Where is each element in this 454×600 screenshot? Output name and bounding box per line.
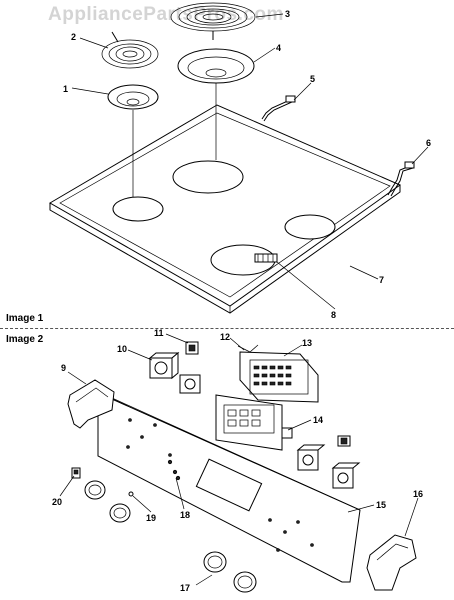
callout-19: 19 xyxy=(146,513,156,523)
callout-9: 9 xyxy=(61,363,66,373)
clock-board-13 xyxy=(237,344,319,403)
callout-18: 18 xyxy=(180,510,190,520)
screws-18 xyxy=(167,459,181,481)
callout-4: 4 xyxy=(276,43,281,53)
callout-11: 11 xyxy=(154,328,164,338)
small-switch-right xyxy=(337,435,351,447)
callout-1: 1 xyxy=(63,84,68,94)
drip-pan-large xyxy=(177,48,255,160)
clip-20 xyxy=(71,467,81,479)
callout-17: 17 xyxy=(180,583,190,593)
bracket-5 xyxy=(261,95,296,122)
callout-labels: 1 2 3 4 5 6 7 8 9 10 11 12 13 14 15 16 1… xyxy=(52,9,431,593)
callout-14: 14 xyxy=(313,415,323,425)
infinite-switch-pair-right xyxy=(296,444,361,489)
callout-15: 15 xyxy=(376,500,386,510)
bracket-6 xyxy=(387,161,415,197)
watermark: AppliancePartsPros.com xyxy=(48,4,284,25)
burner-element-large xyxy=(170,2,256,40)
callout-13: 13 xyxy=(302,338,312,348)
knob-set-left xyxy=(84,480,131,523)
callout-8: 8 xyxy=(331,310,336,320)
spring-19 xyxy=(128,491,134,497)
drip-pan-small xyxy=(107,84,159,197)
section-divider xyxy=(0,328,454,330)
section-label-image-1: Image 1 xyxy=(6,313,44,324)
callout-6: 6 xyxy=(426,138,431,148)
callout-10: 10 xyxy=(117,344,127,354)
terminal-block-8 xyxy=(254,253,278,263)
callout-20: 20 xyxy=(52,497,62,507)
end-cap-right-16 xyxy=(366,534,417,591)
callout-3: 3 xyxy=(285,9,290,19)
overlay-14 xyxy=(215,394,293,451)
callout-7: 7 xyxy=(379,275,384,285)
section-label-image-2: Image 2 xyxy=(6,334,44,345)
clock-board-buttons xyxy=(253,365,292,386)
knob-set-bottom-17 xyxy=(203,551,257,593)
callout-5: 5 xyxy=(310,74,315,84)
cooktop-panel xyxy=(49,104,402,314)
switch-11 xyxy=(185,341,199,355)
burner-element-small xyxy=(101,31,159,69)
callout-12: 12 xyxy=(220,332,230,342)
end-cap-left-9 xyxy=(67,379,115,429)
infinite-switch-10 xyxy=(148,351,201,394)
callout-16: 16 xyxy=(413,489,423,499)
callout-2: 2 xyxy=(71,32,76,42)
